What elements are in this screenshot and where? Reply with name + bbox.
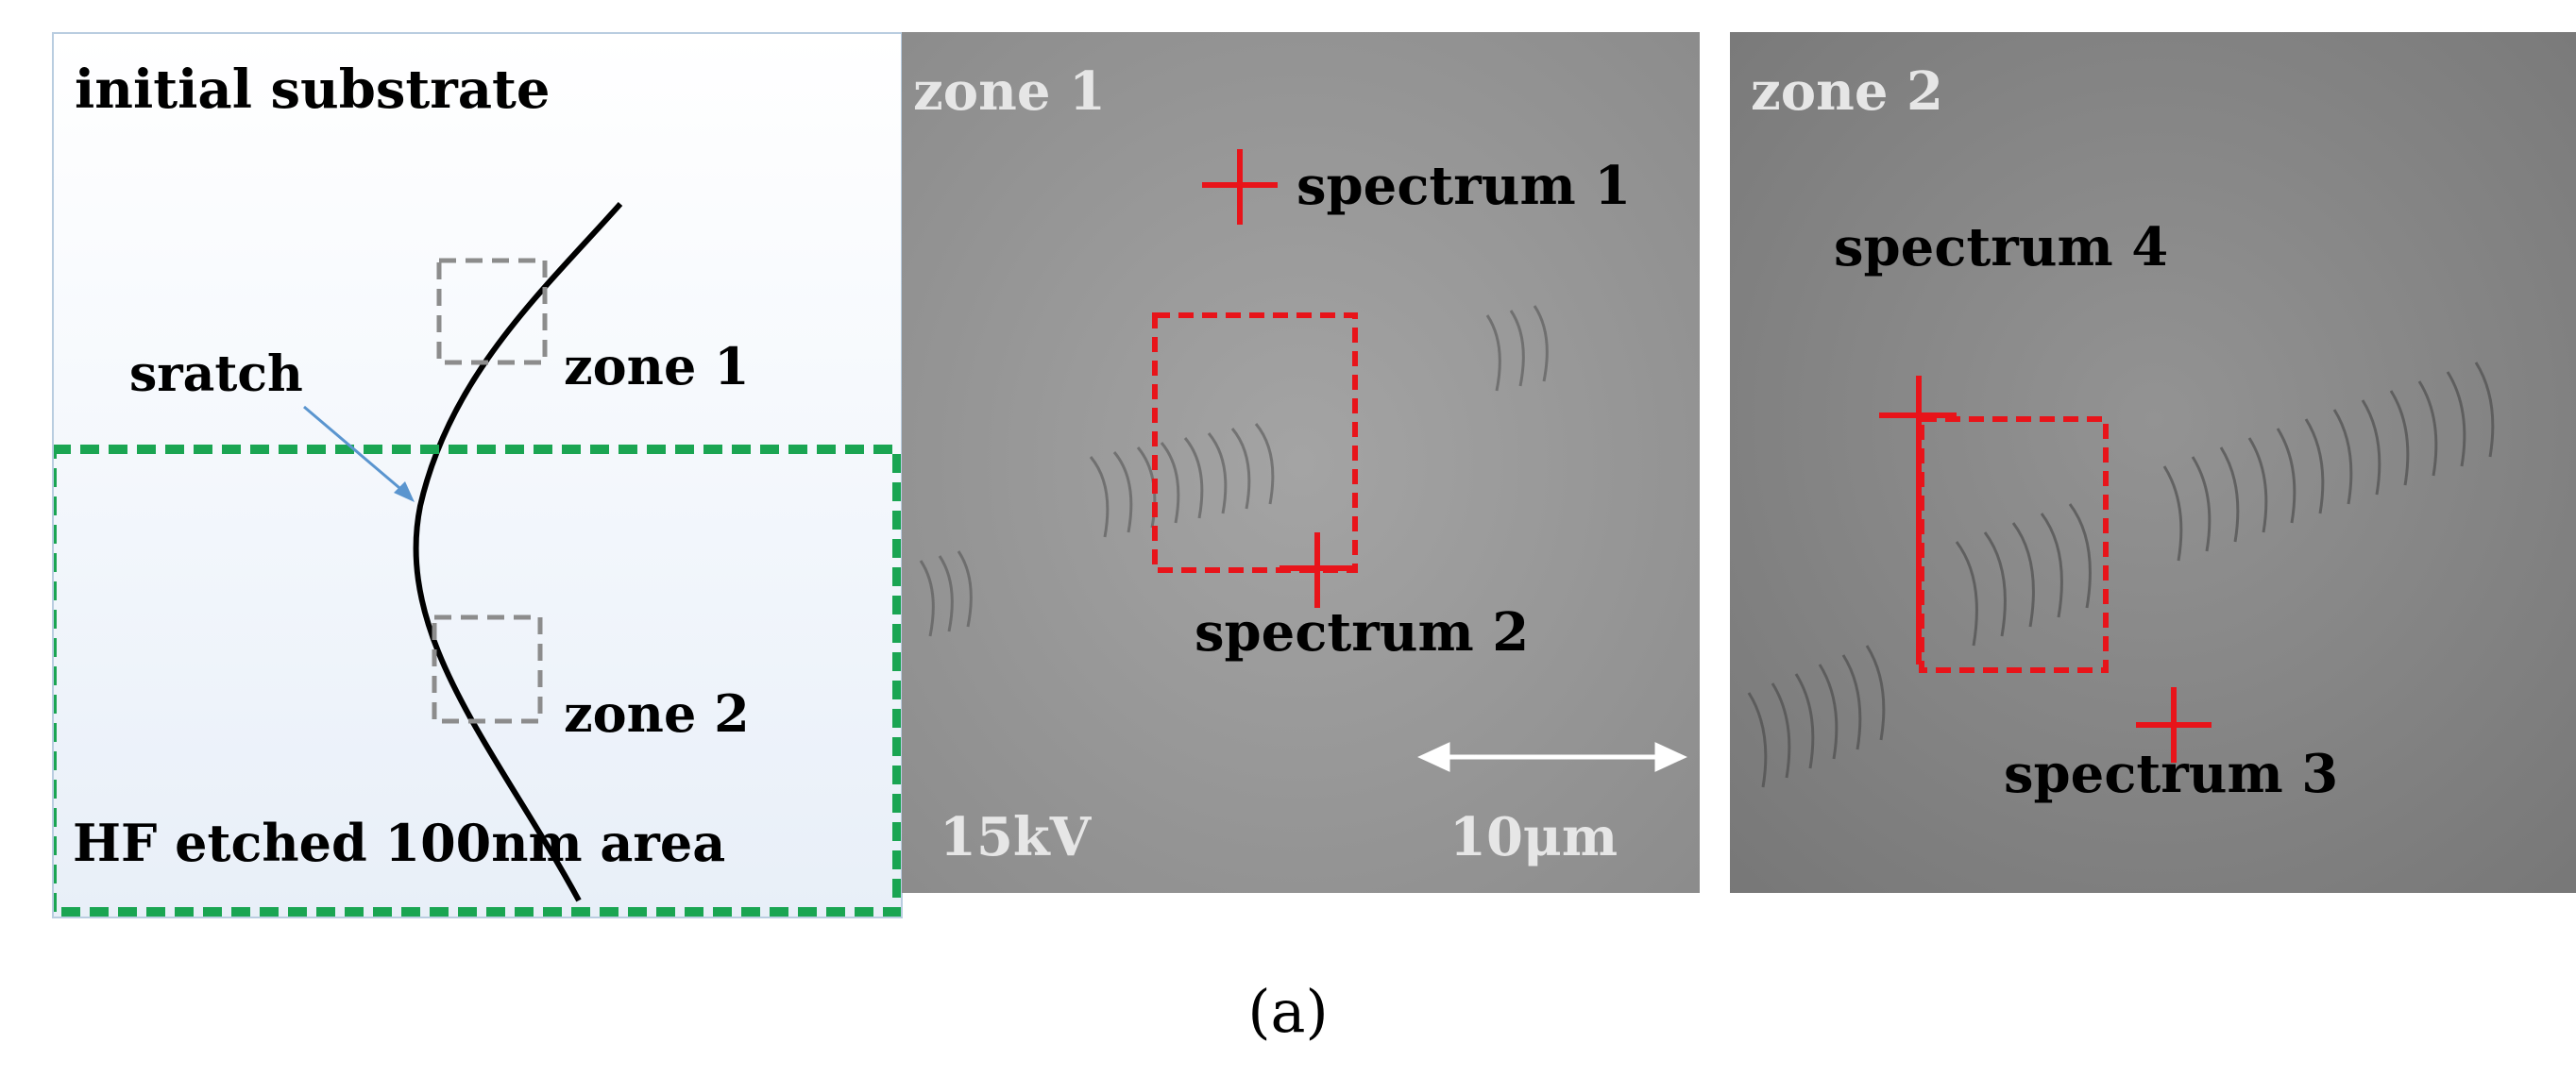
scratch-line	[413, 202, 623, 902]
etched-area-box	[54, 445, 901, 917]
spectrum2-marker	[1280, 532, 1355, 608]
sem-zone1-background	[902, 32, 1700, 893]
scale-bar-label: 10μm	[1449, 806, 1618, 868]
sem-zone2-scratch-marks	[1747, 362, 2495, 788]
sem-zone1-title: zone 1	[913, 60, 1106, 123]
etched-area-label: HF etched 100nm area	[73, 813, 726, 873]
schematic-drawing	[54, 202, 901, 917]
spectrum3-marker	[2136, 687, 2212, 763]
schematic-title: initial substrate	[75, 59, 551, 121]
figure-caption: (a)	[1247, 977, 1329, 1046]
scratch-label: sratch	[129, 345, 303, 403]
sem-zone2-overlay	[1730, 32, 2576, 893]
sem-zone1-overlay	[902, 32, 1700, 893]
voltage-label: 15kV	[940, 806, 1092, 868]
spectrum4-marker	[1879, 376, 1957, 665]
sem-zone2-title: zone 2	[1751, 60, 1943, 123]
spectrum1-marker	[1202, 149, 1278, 225]
sem-zone1-analysis-box	[1152, 312, 1358, 573]
zone2-box	[432, 614, 543, 724]
scratch-arrow-head	[394, 481, 415, 502]
sem-zone1-scratch-marks	[919, 305, 1549, 637]
sem-image-zone2: zone 2 spectrum 4 spectrum 3	[1730, 32, 2576, 893]
zone1-label: zone 1	[564, 336, 750, 396]
spectrum1-label: spectrum 1	[1296, 155, 1632, 217]
sem-image-zone1: zone 1 spectrum 1 spectrum 2 15kV 10μm	[902, 32, 1700, 893]
scale-bar	[1417, 742, 1687, 772]
zone2-label: zone 2	[564, 683, 750, 744]
spectrum2-label: spectrum 2	[1195, 601, 1530, 664]
spectrum4-label: spectrum 4	[1834, 216, 2169, 278]
spectrum3-label: spectrum 3	[2004, 743, 2339, 805]
zone1-box	[436, 258, 548, 365]
scratch-arrow	[303, 405, 406, 495]
schematic-panel: initial substrate sratch zone 1 zone 2 H…	[52, 32, 903, 918]
